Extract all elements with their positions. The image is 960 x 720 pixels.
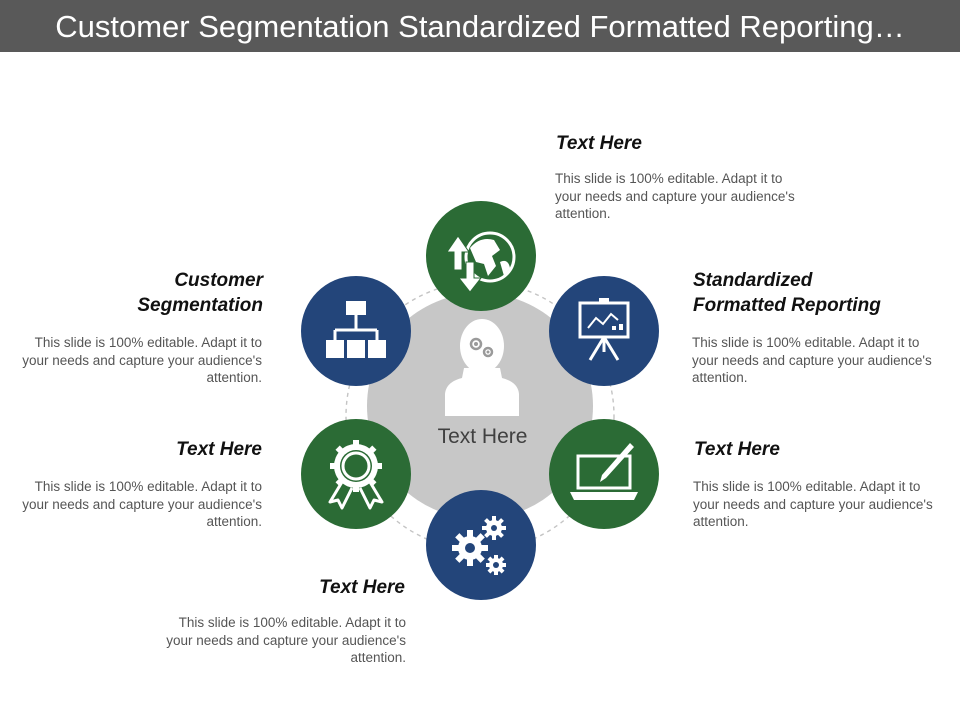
node-org-chart [301,276,411,386]
item-4-heading: Text Here [319,577,405,598]
node-laptop [549,419,659,529]
node-globe [426,201,536,311]
item-1-heading: Text Here [556,133,642,154]
item-2-heading-line-2: Formatted Reporting [693,295,881,316]
title-bar [0,0,960,52]
item-6-heading: Customer Segmentation [62,268,263,318]
item-2-heading-line-1: Standardized [693,270,813,291]
node-award [301,419,411,529]
person-gears-icon [445,319,519,416]
item-2-heading: Standardized Formatted Reporting [693,268,881,318]
node-presentation [549,276,659,386]
item-3-body: This slide is 100% editable. Adapt it to… [693,479,933,529]
item-5-heading: Text Here [176,439,262,460]
item-4-body: This slide is 100% editable. Adapt it to… [166,615,406,665]
item-5-body: This slide is 100% editable. Adapt it to… [22,479,262,529]
item-2-body: This slide is 100% editable. Adapt it to… [692,335,932,385]
item-1-body: This slide is 100% editable. Adapt it to… [555,171,795,221]
node-gears [426,490,536,600]
item-6-heading-line-2: Segmentation [137,295,263,316]
item-3-heading: Text Here [694,439,780,460]
item-6-body: This slide is 100% editable. Adapt it to… [22,335,262,385]
item-6-heading-line-1: Customer [174,270,263,291]
center-label: Text Here [437,425,528,448]
